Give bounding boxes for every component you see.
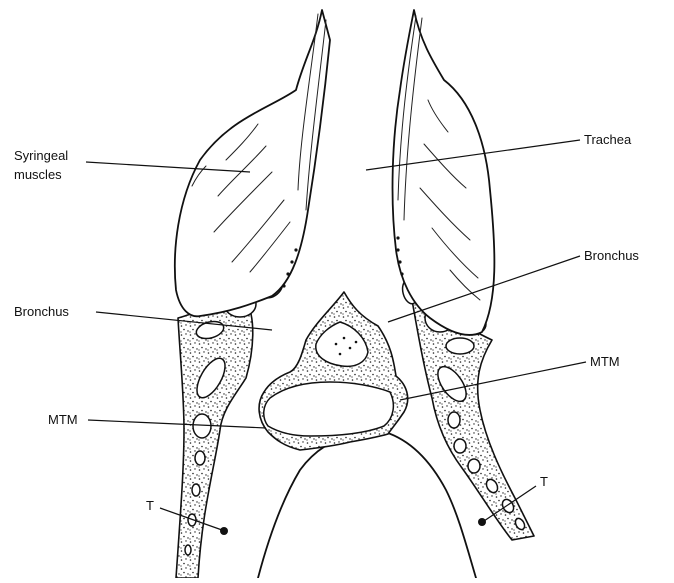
label-bronchus-left: Bronchus [14, 304, 69, 319]
leader-mtm-left [88, 420, 266, 428]
label-t-right: T [540, 474, 548, 489]
label-mtm-left: MTM [48, 412, 78, 427]
t-left-marker [220, 527, 228, 535]
left-syringeal-muscle [175, 10, 330, 316]
label-syringeal: Syringeal [14, 148, 68, 163]
label-mtm-right: MTM [590, 354, 620, 369]
medial-tympaniform-membrane [264, 382, 394, 436]
left-membrane [258, 434, 356, 578]
right-syringeal-muscle [393, 10, 495, 335]
t-right-marker [478, 518, 486, 526]
left-bronchus-stippled-wall [176, 300, 253, 578]
label-muscles: muscles [14, 167, 62, 182]
right-bronchus-stippled-wall [412, 300, 534, 540]
label-trachea: Trachea [584, 132, 632, 147]
label-bronchus-right: Bronchus [584, 248, 639, 263]
label-t-left: T [146, 498, 154, 513]
